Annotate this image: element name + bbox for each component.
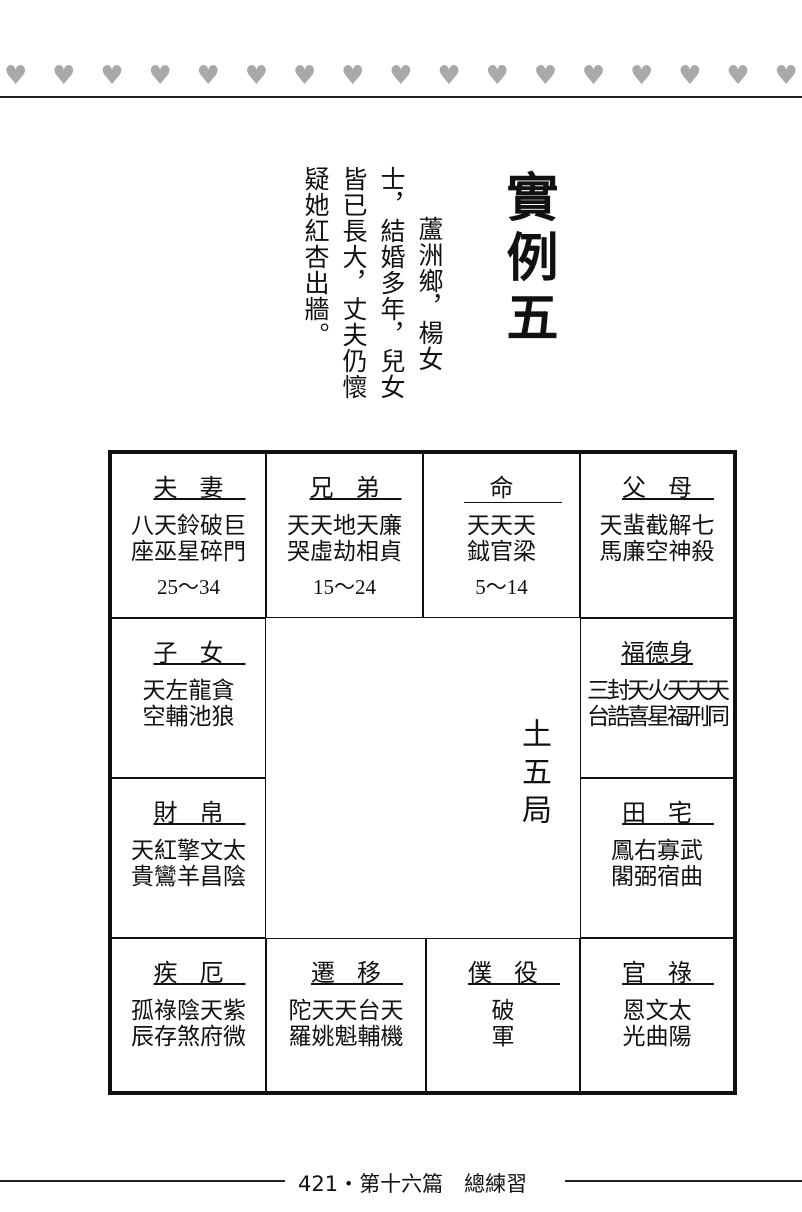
stars-line: 天天天: [467, 513, 536, 539]
palace-stars: 八天鈴破巨 座巫星碎門: [112, 513, 265, 565]
stars-line: 哭虛劫相貞: [287, 539, 402, 565]
stars-line: 天左龍貪: [142, 678, 235, 704]
palace-zinv: 子女 天左龍貪 空輔池狼: [111, 618, 266, 778]
palace-tianzhai: 田宅 鳳右寡武 閣弼宿曲: [580, 778, 734, 938]
palace-stars: 破 軍: [427, 998, 579, 1050]
palace-name: 遷移: [311, 959, 403, 987]
heart-icon: ♥: [52, 61, 76, 91]
palace-stars: 天左龍貪 空輔池狼: [112, 678, 265, 730]
stars-line: 貴鸞羊昌陰: [131, 864, 246, 890]
story-line-3: 皆已長大，丈夫仍懷: [339, 166, 368, 400]
stars-line: 天紅擎文太: [131, 838, 246, 864]
stars-line: 鳳右寡武: [611, 838, 703, 864]
palace-stars: 三封天火天天天 台誥喜星福刑同: [581, 678, 733, 730]
stars-line: 台誥喜星福刑同: [587, 704, 730, 730]
story-text: 蘆洲鄉，楊女 士，結婚多年，兒女 皆已長大，丈夫仍懷 疑她紅杏出牆。: [296, 166, 448, 436]
heart-icon: ♥: [678, 61, 702, 91]
stars-line: 座巫星碎門: [131, 539, 246, 565]
heart-icon: ♥: [100, 61, 124, 91]
stars-line: 光曲陽: [622, 1024, 692, 1050]
page-footer: 421・第十六篇 總練習: [0, 1168, 802, 1196]
story-line-4: 疑她紅杏出牆。: [301, 166, 330, 348]
heart-icon: ♥: [389, 61, 413, 91]
palace-qianyi: 遷移 陀天天台天 羅姚魁輔機: [266, 938, 426, 1092]
heart-icon: ♥: [437, 61, 461, 91]
palace-stars: 天蜚截解七 馬廉空神殺: [581, 513, 733, 565]
heart-icon: ♥: [533, 61, 558, 91]
heart-icon: ♥: [774, 61, 798, 91]
ziwei-chart: 夫妻 八天鈴破巨 座巫星碎門 25～34 兄弟 天天地天廉 哭虛劫相貞 15～2…: [108, 450, 737, 1095]
stars-line: 辰存煞府微: [131, 1024, 246, 1050]
palace-xiongdi: 兄弟 天天地天廉 哭虛劫相貞 15～24: [266, 453, 423, 618]
palace-stars: 天紅擎文太 貴鸞羊昌陰: [112, 838, 265, 890]
palace-stars: 天天天 鉞官梁: [424, 513, 579, 565]
heart-icon: ♥: [341, 61, 365, 91]
palace-caibo: 財帛 天紅擎文太 貴鸞羊昌陰: [111, 778, 266, 938]
age-range: 25～34: [157, 575, 220, 599]
palace-stars: 天天地天廉 哭虛劫相貞: [267, 513, 422, 565]
palace-stars: 鳳右寡武 閣弼宿曲: [581, 838, 733, 890]
heart-icon: ♥: [485, 61, 509, 91]
palace-name: 財帛: [153, 799, 246, 827]
stars-line: 鉞官梁: [467, 539, 536, 565]
stars-line: 破: [491, 998, 515, 1024]
example-title: 實例五: [497, 170, 558, 350]
footer-rule-right: [565, 1180, 802, 1182]
stars-line: 天天地天廉: [287, 513, 402, 539]
footer-rule-left: [0, 1180, 285, 1182]
heart-icon: ♥: [148, 61, 172, 91]
stars-line: 羅姚魁輔機: [288, 1024, 404, 1050]
age-range: 5～14: [475, 575, 528, 599]
heart-icon: ♥: [196, 61, 220, 91]
palace-fumu: 父母 天蜚截解七 馬廉空神殺: [580, 453, 734, 618]
story-line-1: 蘆洲鄉，楊女: [415, 216, 444, 372]
stars-line: 恩文太: [622, 998, 692, 1024]
heart-icon: ♥: [244, 61, 269, 91]
palace-name: 僕役: [468, 959, 560, 987]
palace-name: 官祿: [622, 959, 714, 987]
top-divider: [0, 96, 802, 98]
stars-line: 陀天天台天: [288, 998, 404, 1024]
palace-ming: 命 天天天 鉞官梁 5～14: [423, 453, 580, 618]
heart-icon: ♥: [630, 61, 654, 91]
palace-name: 命: [424, 468, 601, 503]
palace-jie: 疾厄 孤祿陰天紫 辰存煞府微: [111, 938, 266, 1092]
palace-name: 夫妻: [153, 474, 246, 502]
stars-line: 三封天火天天天: [587, 678, 730, 704]
palace-name: 福德身: [621, 639, 693, 667]
palace-name: 疾厄: [153, 959, 246, 987]
stars-line: 閣弼宿曲: [611, 864, 703, 890]
heart-icon: ♥: [726, 61, 750, 91]
palace-fude: 福德身 三封天火天天天 台誥喜星福刑同: [580, 618, 734, 778]
heart-icon: ♥: [581, 61, 606, 91]
stars-line: 八天鈴破巨: [131, 513, 246, 539]
bureau-label: 土五局: [516, 718, 551, 832]
stars-line: 空輔池狼: [142, 704, 235, 730]
palace-name: 子女: [153, 639, 246, 667]
palace-name-text: 命: [463, 474, 562, 503]
footer-text: 421・第十六篇 總練習: [298, 1172, 528, 1196]
palace-stars: 陀天天台天 羅姚魁輔機: [267, 998, 425, 1050]
palace-fuqi: 夫妻 八天鈴破巨 座巫星碎門 25～34: [111, 453, 266, 618]
age-range: 15～24: [313, 575, 376, 599]
stars-line: 天蜚截解七: [599, 513, 715, 539]
heart-icon: ♥: [4, 61, 28, 91]
palace-name: 兄弟: [309, 474, 402, 502]
heart-icon: ♥: [292, 61, 317, 91]
palace-stars: 孤祿陰天紫 辰存煞府微: [112, 998, 265, 1050]
stars-line: 軍: [491, 1024, 515, 1050]
palace-name: 田宅: [622, 799, 714, 827]
chart-center: 土五局: [371, 618, 687, 938]
stars-line: 孤祿陰天紫: [131, 998, 246, 1024]
palace-guanlu: 官祿 恩文太 光曲陽: [580, 938, 734, 1092]
stars-line: 馬廉空神殺: [599, 539, 715, 565]
story-line-2: 士，結婚多年，兒女: [377, 166, 406, 400]
palace-stars: 恩文太 光曲陽: [581, 998, 733, 1050]
heart-border: ♥ ♥ ♥ ♥ ♥ ♥ ♥ ♥ ♥ ♥ ♥ ♥ ♥ ♥ ♥ ♥ ♥: [0, 62, 802, 90]
palace-name: 父母: [622, 474, 714, 502]
palace-puyi: 僕役 破 軍: [426, 938, 580, 1092]
